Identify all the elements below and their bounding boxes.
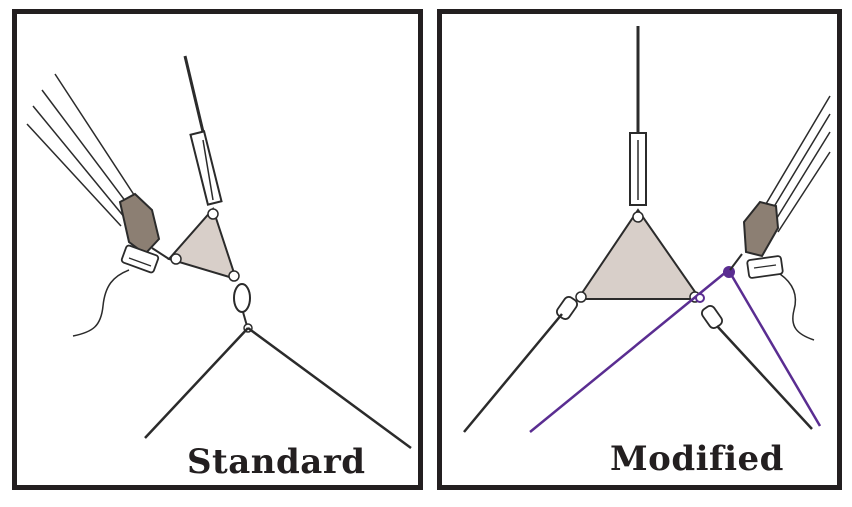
shackle <box>233 283 253 333</box>
turnbuckle <box>189 130 223 206</box>
pulley-block <box>118 192 161 256</box>
modified-plate-point <box>695 293 705 303</box>
right-shackle <box>701 305 723 329</box>
turnbuckle <box>629 132 647 206</box>
rope-clamp <box>746 255 784 279</box>
plate-hole-right <box>228 270 240 282</box>
upper-wire <box>183 55 206 137</box>
tackle-ropes <box>26 73 141 227</box>
modified-line-left <box>529 271 727 433</box>
modified-rigging-drawing <box>463 26 831 433</box>
bridle-left-leg <box>463 313 563 433</box>
plate-hole-top <box>207 208 219 220</box>
plate-hole-left <box>170 253 182 265</box>
tail-rope <box>779 273 815 341</box>
pulley-block <box>742 200 780 258</box>
tackle-ropes <box>759 95 831 233</box>
modified-panel: Modified <box>437 9 842 490</box>
modified-attach-point <box>723 266 735 278</box>
triangle-plate <box>576 208 702 300</box>
plate-hole-top <box>632 211 644 223</box>
bridle-right-leg <box>716 325 813 430</box>
plate-hole-left <box>575 291 587 303</box>
standard-panel: Standard <box>12 9 423 490</box>
block-link <box>151 247 170 260</box>
block-link <box>729 253 743 271</box>
modified-line-right <box>730 275 822 427</box>
bridle-left-leg <box>144 327 249 439</box>
tail-rope <box>72 269 130 337</box>
rope-clamp <box>120 244 160 274</box>
modified-caption: Modified <box>610 439 784 479</box>
standard-caption: Standard <box>187 442 366 482</box>
triangle-plate <box>167 207 238 281</box>
standard-rigging-drawing <box>26 55 412 450</box>
bridle-right-leg <box>247 326 412 450</box>
